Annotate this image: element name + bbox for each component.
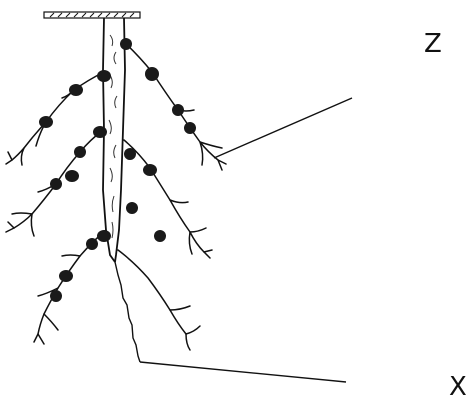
nodule <box>97 70 111 82</box>
nodule <box>97 230 111 242</box>
nodule <box>172 104 184 116</box>
leader-line-x <box>140 362 346 382</box>
nodule <box>69 84 83 96</box>
nodule <box>143 164 157 176</box>
label-x: X <box>449 372 467 402</box>
nodule <box>93 126 107 138</box>
soil-surface <box>44 12 140 18</box>
nodule <box>145 67 159 81</box>
label-z: Z <box>424 29 442 59</box>
nodule <box>59 270 73 282</box>
lateral-roots <box>6 42 226 350</box>
tap-root <box>103 18 140 362</box>
nodule <box>184 122 196 134</box>
leader-line-z <box>214 98 352 158</box>
nodule <box>50 178 62 190</box>
nodule <box>154 230 166 242</box>
nodule <box>74 146 86 158</box>
nodule <box>86 238 98 250</box>
nodule <box>39 116 53 128</box>
nodule <box>50 290 62 302</box>
nodule <box>120 38 132 50</box>
root-nodules <box>39 38 196 302</box>
nodule <box>126 202 138 214</box>
nodule <box>124 148 136 160</box>
nodule <box>65 170 79 182</box>
